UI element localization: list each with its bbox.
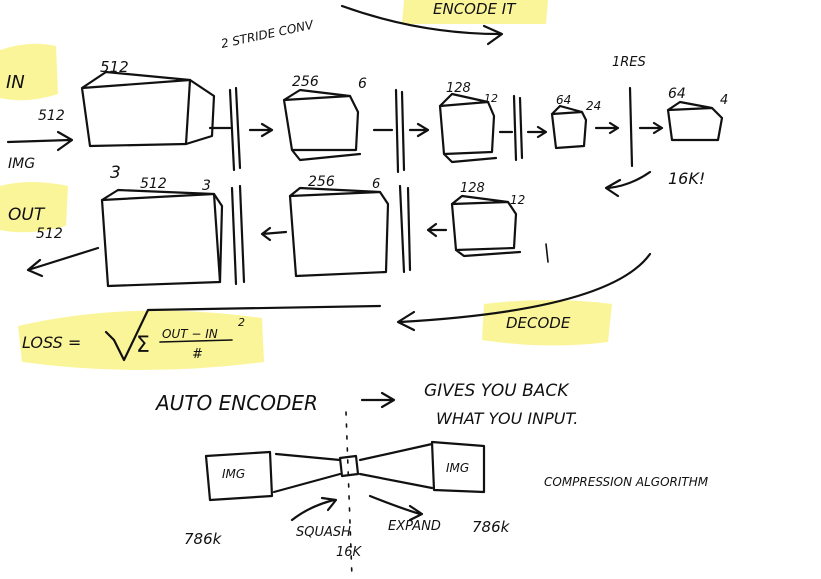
loss-denominator: # xyxy=(192,347,203,362)
enc2-d: 6 xyxy=(358,76,367,92)
encoder-block-5: 64 4 xyxy=(668,86,728,140)
img-box-left: IMG xyxy=(206,452,272,500)
arrow-return xyxy=(606,172,650,196)
loss-prefix: LOSS = xyxy=(22,333,81,352)
loss-numerator: OUT − IN xyxy=(162,327,218,341)
label-expand: EXPAND xyxy=(388,519,441,534)
label-conv: 2 STRIDE CONV xyxy=(220,18,316,51)
enc5-w: 64 xyxy=(668,86,686,102)
encoder-block-4: 64 24 xyxy=(552,93,601,148)
label-16k-bottom: 16K xyxy=(336,545,363,560)
conv-bar-2 xyxy=(396,90,404,172)
deconv-bar-2 xyxy=(400,186,410,272)
img-right-label: IMG xyxy=(446,461,469,475)
label-squash: SQUASH xyxy=(296,525,351,540)
enc1-h: 512 xyxy=(38,108,65,124)
label-encode: ENCODE IT xyxy=(433,0,517,18)
expand-arrow xyxy=(370,496,422,520)
encoder-block-3: 128 12 xyxy=(440,81,498,162)
input-arrow xyxy=(8,132,72,150)
label-compression: COMPRESSION ALGORITHM xyxy=(544,475,709,489)
squash-funnel xyxy=(274,454,340,492)
arrow-e2 xyxy=(374,124,428,136)
dec2-d: 6 xyxy=(372,177,380,192)
enc1-w: 512 xyxy=(100,58,129,76)
autoencoder-arrow xyxy=(362,393,394,407)
encoder-block-1: 512 512 3 xyxy=(38,58,214,183)
squash-arrow xyxy=(292,498,336,520)
arrow-d1 xyxy=(262,228,286,240)
dec1-h: 512 xyxy=(36,226,63,242)
img-box-right: IMG xyxy=(432,442,484,492)
label-gives-2: WHAT YOU INPUT. xyxy=(436,409,578,428)
label-786k-left: 786k xyxy=(184,530,223,548)
encoder-block-2: 256 6 xyxy=(284,74,367,160)
dec1-w: 512 xyxy=(140,176,167,192)
res-bar xyxy=(630,88,632,166)
decoder-block-2: 256 6 xyxy=(290,174,388,276)
enc5-d: 4 xyxy=(720,93,728,108)
label-out: OUT xyxy=(8,205,46,225)
label-gives-1: GIVES YOU BACK xyxy=(424,381,570,401)
decoder-block-3: 128 12 xyxy=(452,181,525,256)
loss-exponent: 2 xyxy=(238,316,245,329)
label-img: IMG xyxy=(8,156,35,172)
arrow-d-out xyxy=(28,248,98,276)
sigma: Σ xyxy=(136,333,150,358)
arrow-e5 xyxy=(640,123,662,133)
label-res: 1RES xyxy=(612,55,646,70)
dec1-d: 3 xyxy=(202,178,211,194)
label-decode: DECODE xyxy=(506,314,571,332)
arrow-e3 xyxy=(500,127,546,137)
arrow-e4 xyxy=(596,123,618,133)
label-786k-right: 786k xyxy=(472,518,511,536)
expand-funnel xyxy=(360,444,432,488)
deconv-bar-1 xyxy=(232,186,244,284)
arrow-d2 xyxy=(428,224,446,236)
arrow-e1 xyxy=(210,124,272,136)
conv-bar-1 xyxy=(230,88,240,170)
enc2-w: 256 xyxy=(292,74,319,90)
dec3-d: 12 xyxy=(510,193,525,207)
dec3-w: 128 xyxy=(460,181,485,196)
decoder-tick xyxy=(546,244,548,262)
label-in: IN xyxy=(6,72,25,93)
conv-bar-3 xyxy=(514,96,522,160)
img-left-label: IMG xyxy=(222,467,245,481)
label-16k: 16K! xyxy=(668,169,705,188)
enc3-d: 12 xyxy=(484,92,498,105)
enc3-w: 128 xyxy=(446,81,471,96)
enc4-d: 24 xyxy=(586,99,601,113)
label-autoencoder: AUTO ENCODER xyxy=(154,391,318,415)
dec2-w: 256 xyxy=(308,174,335,190)
enc1-d: 3 xyxy=(110,163,121,183)
enc4-w: 64 xyxy=(556,93,571,107)
